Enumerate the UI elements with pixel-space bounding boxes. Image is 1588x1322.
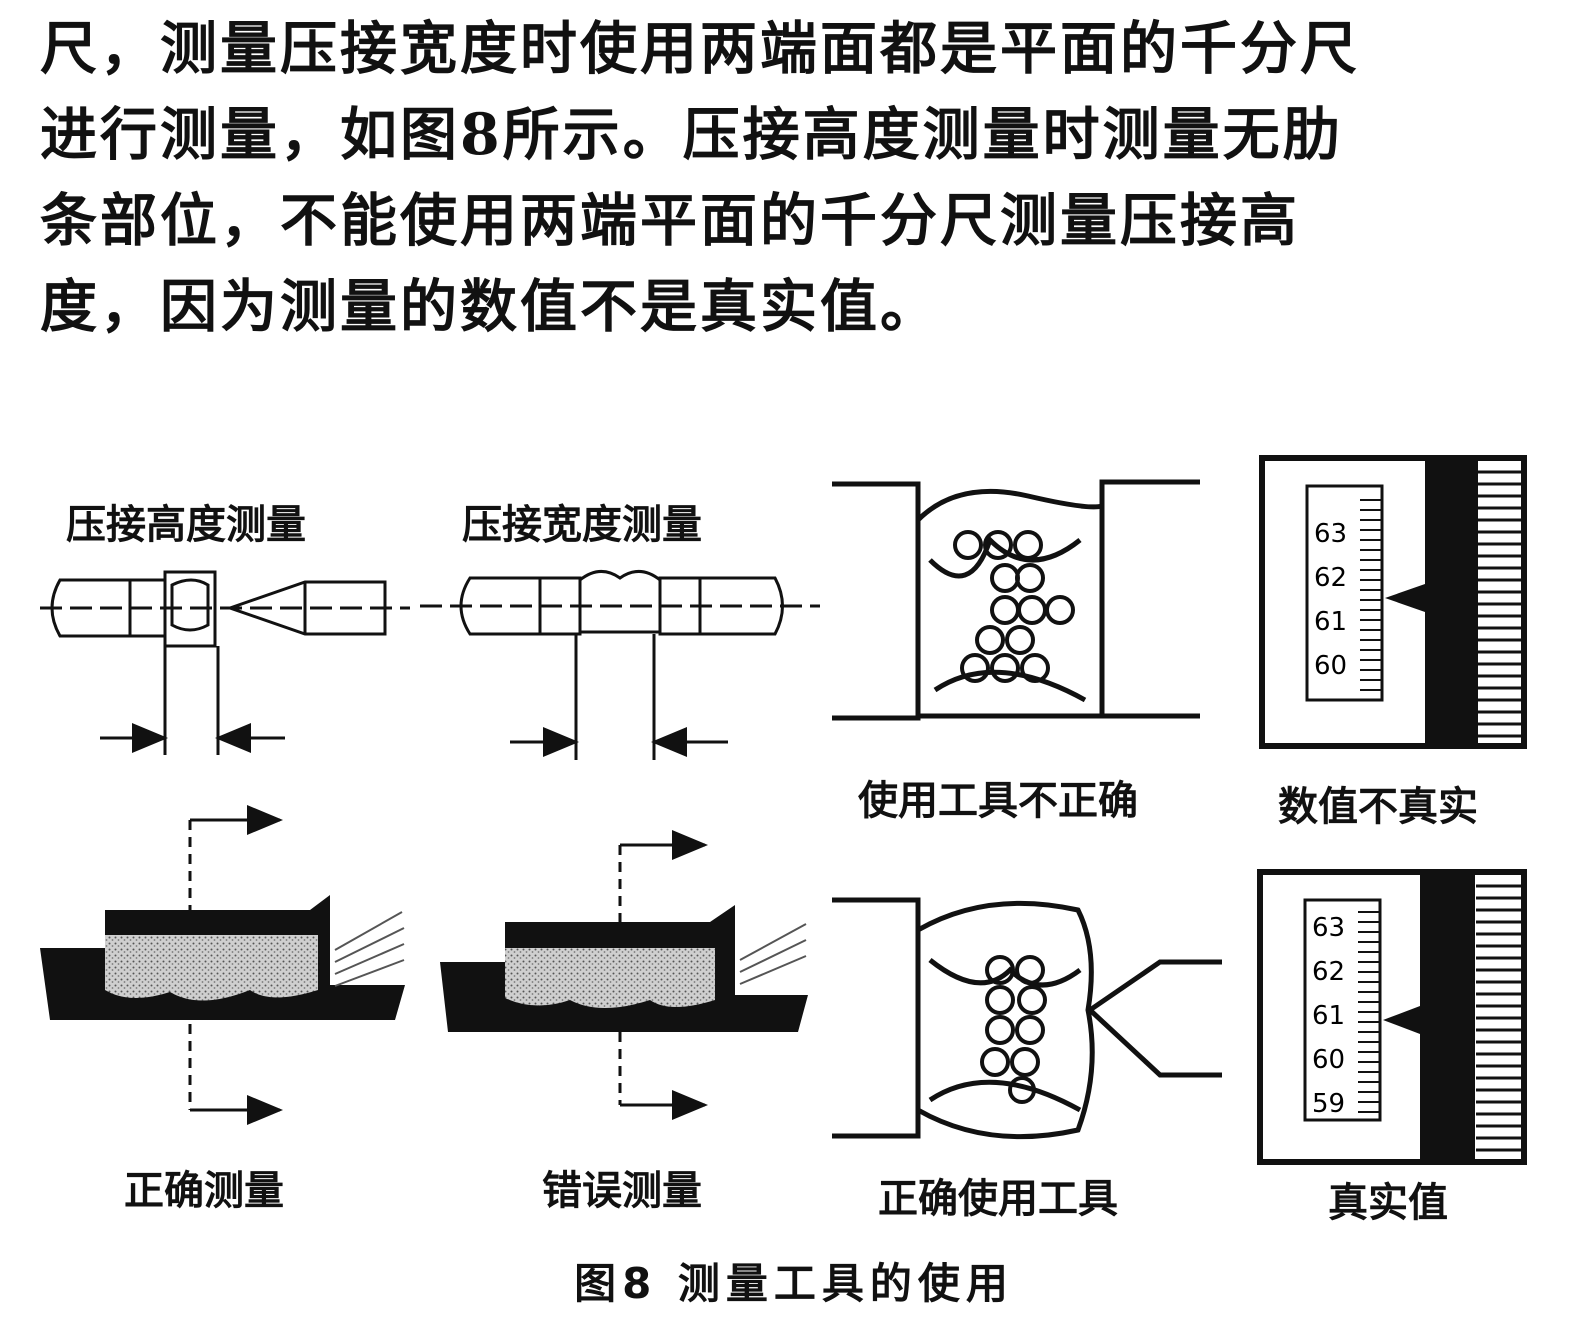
gauge-tick-label: 62	[1312, 957, 1345, 987]
body-paragraph: 尺，测量压接宽度时使用两端面都是平面的千分尺 进行测量，如图8所示。压接高度测量…	[40, 6, 1540, 350]
label-true-value: 真实值	[1328, 1180, 1448, 1226]
gauge-reading-true: 63 62 61 60 59	[1257, 869, 1527, 1165]
gauge-reading-not-true: 63 62 61 60	[1259, 455, 1527, 749]
gauge-tick-label: 63	[1314, 519, 1347, 549]
gauge-tick-label: 60	[1314, 651, 1347, 681]
correct-tool-cross-section	[832, 897, 1222, 1140]
wrong-tool-cross-section	[832, 479, 1200, 721]
gauge-tick-label: 59	[1312, 1089, 1345, 1119]
label-wrong-tool: 使用工具不正确	[858, 778, 1138, 824]
label-correct-measure: 正确测量	[124, 1168, 284, 1214]
crimp-width-diagram	[420, 570, 820, 760]
figure-caption: 图8 测量工具的使用	[574, 1259, 1014, 1308]
paragraph-line: 进行测量，如图8所示。压接高度测量时测量无肋	[40, 101, 1343, 168]
paragraph-line: 度，因为测量的数值不是真实值。	[40, 273, 940, 340]
paragraph-line: 条部位，不能使用两端平面的千分尺测量压接高	[40, 187, 1300, 254]
wrong-measure-section	[440, 830, 808, 1120]
gauge-tick-label: 61	[1312, 1001, 1345, 1031]
label-correct-tool: 正确使用工具	[878, 1176, 1118, 1222]
gauge-tick-label: 62	[1314, 563, 1347, 593]
gauge-tick-label: 63	[1312, 913, 1345, 943]
gauge-tick-label: 60	[1312, 1045, 1345, 1075]
label-crimp-height: 压接高度测量	[66, 502, 306, 548]
label-wrong-measure: 错误测量	[542, 1168, 702, 1214]
label-crimp-width: 压接宽度测量	[462, 502, 702, 548]
correct-measure-section	[40, 805, 405, 1125]
paragraph-line: 尺，测量压接宽度时使用两端面都是平面的千分尺	[40, 15, 1360, 82]
crimp-height-diagram	[40, 570, 410, 755]
gauge-tick-label: 61	[1314, 607, 1347, 637]
label-value-not-true: 数值不真实	[1278, 784, 1478, 830]
